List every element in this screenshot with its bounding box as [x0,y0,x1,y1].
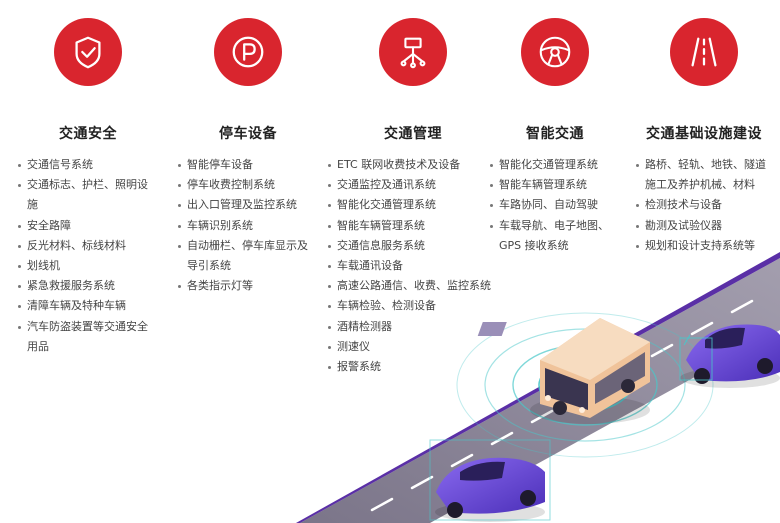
item-list: 交通信号系统 交通标志、护栏、照明设施 安全路障 反光材料、标线材料 划线机 紧… [18,155,158,357]
car-bottom-left [429,439,551,522]
list-item: 智能车辆管理系统 [490,175,620,195]
list-item: 汽车防盗装置等交通安全用品 [18,317,158,357]
list-item: 报警系统 [328,357,498,377]
category-traffic-safety: 交通安全 交通信号系统 交通标志、护栏、照明设施 安全路障 反光材料、标线材料 … [18,18,158,357]
car-top-right [679,324,780,388]
category-parking-equipment: 停车设备 智能停车设备 停车收费控制系统 出入口管理及监控系统 车辆识别系统 自… [178,18,318,296]
list-item: 紧急救援服务系统 [18,276,158,296]
list-item: 勘测及试验仪器 [636,216,772,236]
list-item: 车辆识别系统 [178,216,318,236]
lane-markings [370,299,754,512]
category-title: 停车设备 [219,126,277,142]
list-item: 清障车辆及特种车辆 [18,296,158,316]
list-item: 路桥、轻轨、地铁、隧道施工及养护机械、材料 [636,155,772,195]
category-title: 交通基础设施建设 [646,126,762,142]
list-item: 酒精检测器 [328,317,498,337]
list-item: 各类指示灯等 [178,276,318,296]
shield-check-icon [54,18,122,86]
list-item: 交通信息服务系统 [328,236,498,256]
steering-wheel-icon [521,18,589,86]
item-list: 智能化交通管理系统 智能车辆管理系统 车路协同、自动驾驶 车载导航、电子地图、G… [490,155,620,256]
network-hub-icon [379,18,447,86]
list-item: ETC 联网收费技术及设备 [328,155,498,175]
list-item: 测速仪 [328,337,498,357]
list-item: 安全路障 [18,216,158,236]
list-item: 检测技术与设备 [636,195,772,215]
list-item: 交通标志、护栏、照明设施 [18,175,158,215]
list-item: 智能化交通管理系统 [328,195,498,215]
list-item: 车载导航、电子地图、GPS 接收系统 [490,216,620,256]
list-item: 交通监控及通讯系统 [328,175,498,195]
item-list: 智能停车设备 停车收费控制系统 出入口管理及监控系统 车辆识别系统 自动栅栏、停… [178,155,318,296]
list-item: 划线机 [18,256,158,276]
list-item: 车路协同、自动驾驶 [490,195,620,215]
road-edge [296,252,780,523]
item-list: ETC 联网收费技术及设备 交通监控及通讯系统 智能化交通管理系统 智能车辆管理… [328,155,498,377]
category-traffic-management: 交通管理 ETC 联网收费技术及设备 交通监控及通讯系统 智能化交通管理系统 智… [328,18,498,377]
category-title: 交通管理 [384,126,442,142]
bus [477,318,650,424]
category-intelligent-transport: 智能交通 智能化交通管理系统 智能车辆管理系统 车路协同、自动驾驶 车载导航、电… [490,18,620,256]
list-item: 停车收费控制系统 [178,175,318,195]
category-title: 智能交通 [526,126,584,142]
item-list: 路桥、轻轨、地铁、隧道施工及养护机械、材料 检测技术与设备 勘测及试验仪器 规划… [636,155,772,256]
list-item: 出入口管理及监控系统 [178,195,318,215]
list-item: 反光材料、标线材料 [18,236,158,256]
category-title: 交通安全 [59,126,117,142]
list-item: 智能停车设备 [178,155,318,175]
category-infrastructure: 交通基础设施建设 路桥、轻轨、地铁、隧道施工及养护机械、材料 检测技术与设备 勘… [636,18,772,256]
list-item: 车载通讯设备 [328,256,498,276]
list-item: 交通信号系统 [18,155,158,175]
list-item: 智能车辆管理系统 [328,216,498,236]
list-item: 自动栅栏、停车库显示及导引系统 [178,236,318,276]
list-item: 高速公路通信、收费、监控系统 [328,276,498,296]
road-icon [670,18,738,86]
list-item: 智能化交通管理系统 [490,155,620,175]
parking-icon [214,18,282,86]
list-item: 车辆检验、检测设备 [328,296,498,316]
list-item: 规划和设计支持系统等 [636,236,772,256]
